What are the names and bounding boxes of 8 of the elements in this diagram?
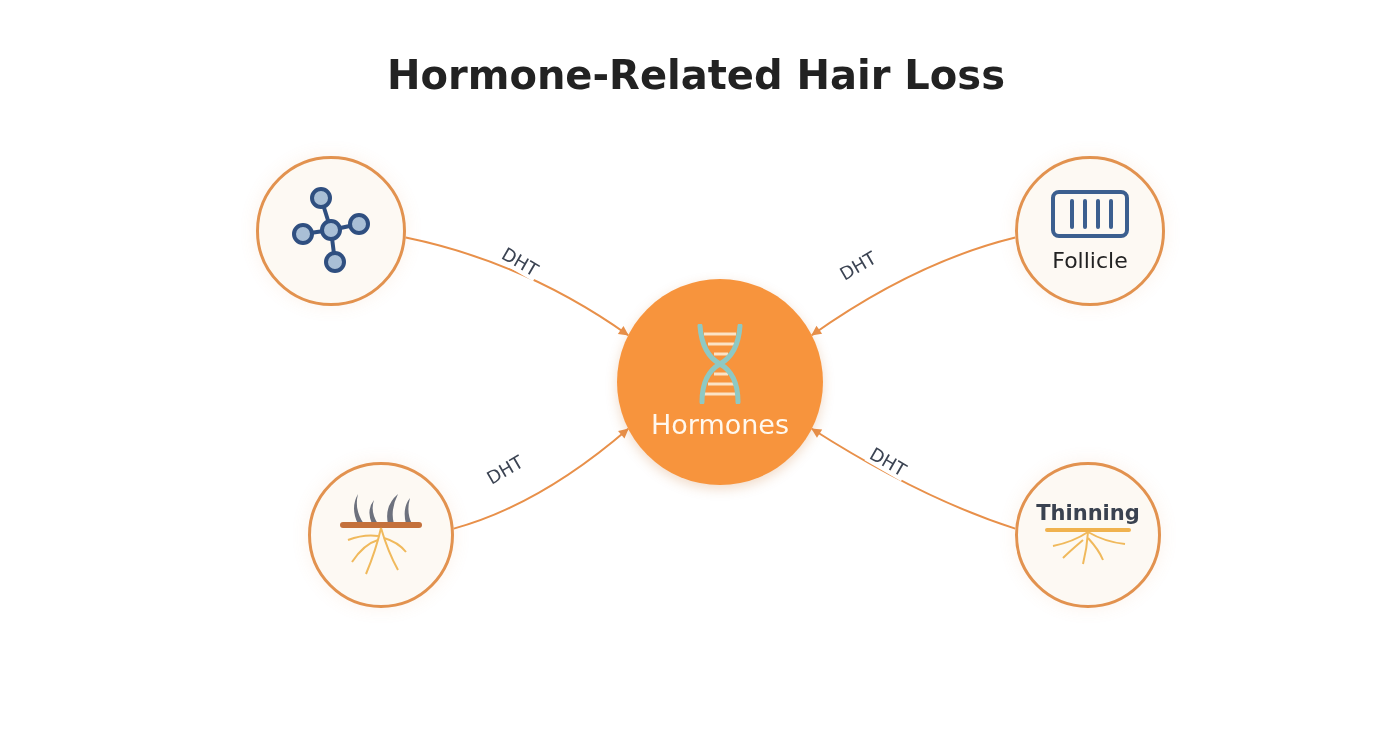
node-label: Hormones [650,410,790,440]
arrow [810,236,1017,337]
node-label: Thinning [1036,501,1140,526]
arrow [452,427,630,530]
arrow [404,236,630,337]
diagram-title: Hormone-Related Hair Loss [386,52,1006,98]
node-label: Follicle [1052,248,1128,274]
arrow [810,427,1017,530]
